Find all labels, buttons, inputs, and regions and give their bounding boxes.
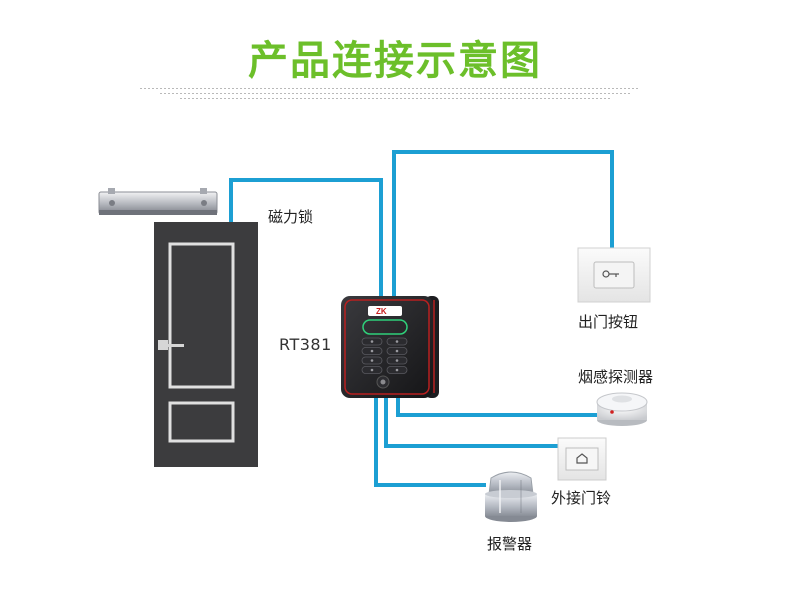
keypad-key-mark	[371, 359, 374, 362]
keypad-key-mark	[396, 340, 399, 343]
keypad-key-mark	[396, 369, 399, 372]
keypad-key-mark	[371, 369, 374, 372]
reader-brand-logo: ZK	[376, 307, 387, 316]
keypad-key-mark	[396, 359, 399, 362]
wire-doorbell	[386, 398, 558, 446]
reader-model-label: RT381	[279, 335, 332, 354]
maglock-icon	[99, 188, 217, 215]
doorbell-icon	[558, 438, 606, 480]
door-icon	[154, 222, 258, 467]
maglock-label: 磁力锁	[268, 206, 313, 227]
keypad-key-mark	[371, 350, 374, 353]
exit-button-label: 出门按钮	[578, 311, 638, 332]
alarm-siren-icon	[485, 472, 537, 522]
alarm-label: 报警器	[487, 533, 532, 554]
smoke-detector-label: 烟感探测器	[578, 366, 653, 387]
keypad-key-mark	[371, 340, 374, 343]
smoke-detector-icon	[597, 393, 647, 426]
rt381-reader-icon: ZK	[341, 296, 439, 398]
keypad-key-mark	[396, 350, 399, 353]
doorbell-label: 外接门铃	[551, 487, 611, 508]
wire-alarm	[376, 398, 486, 485]
exit-button-icon	[578, 248, 650, 302]
wire-smoke-detector	[398, 398, 597, 415]
